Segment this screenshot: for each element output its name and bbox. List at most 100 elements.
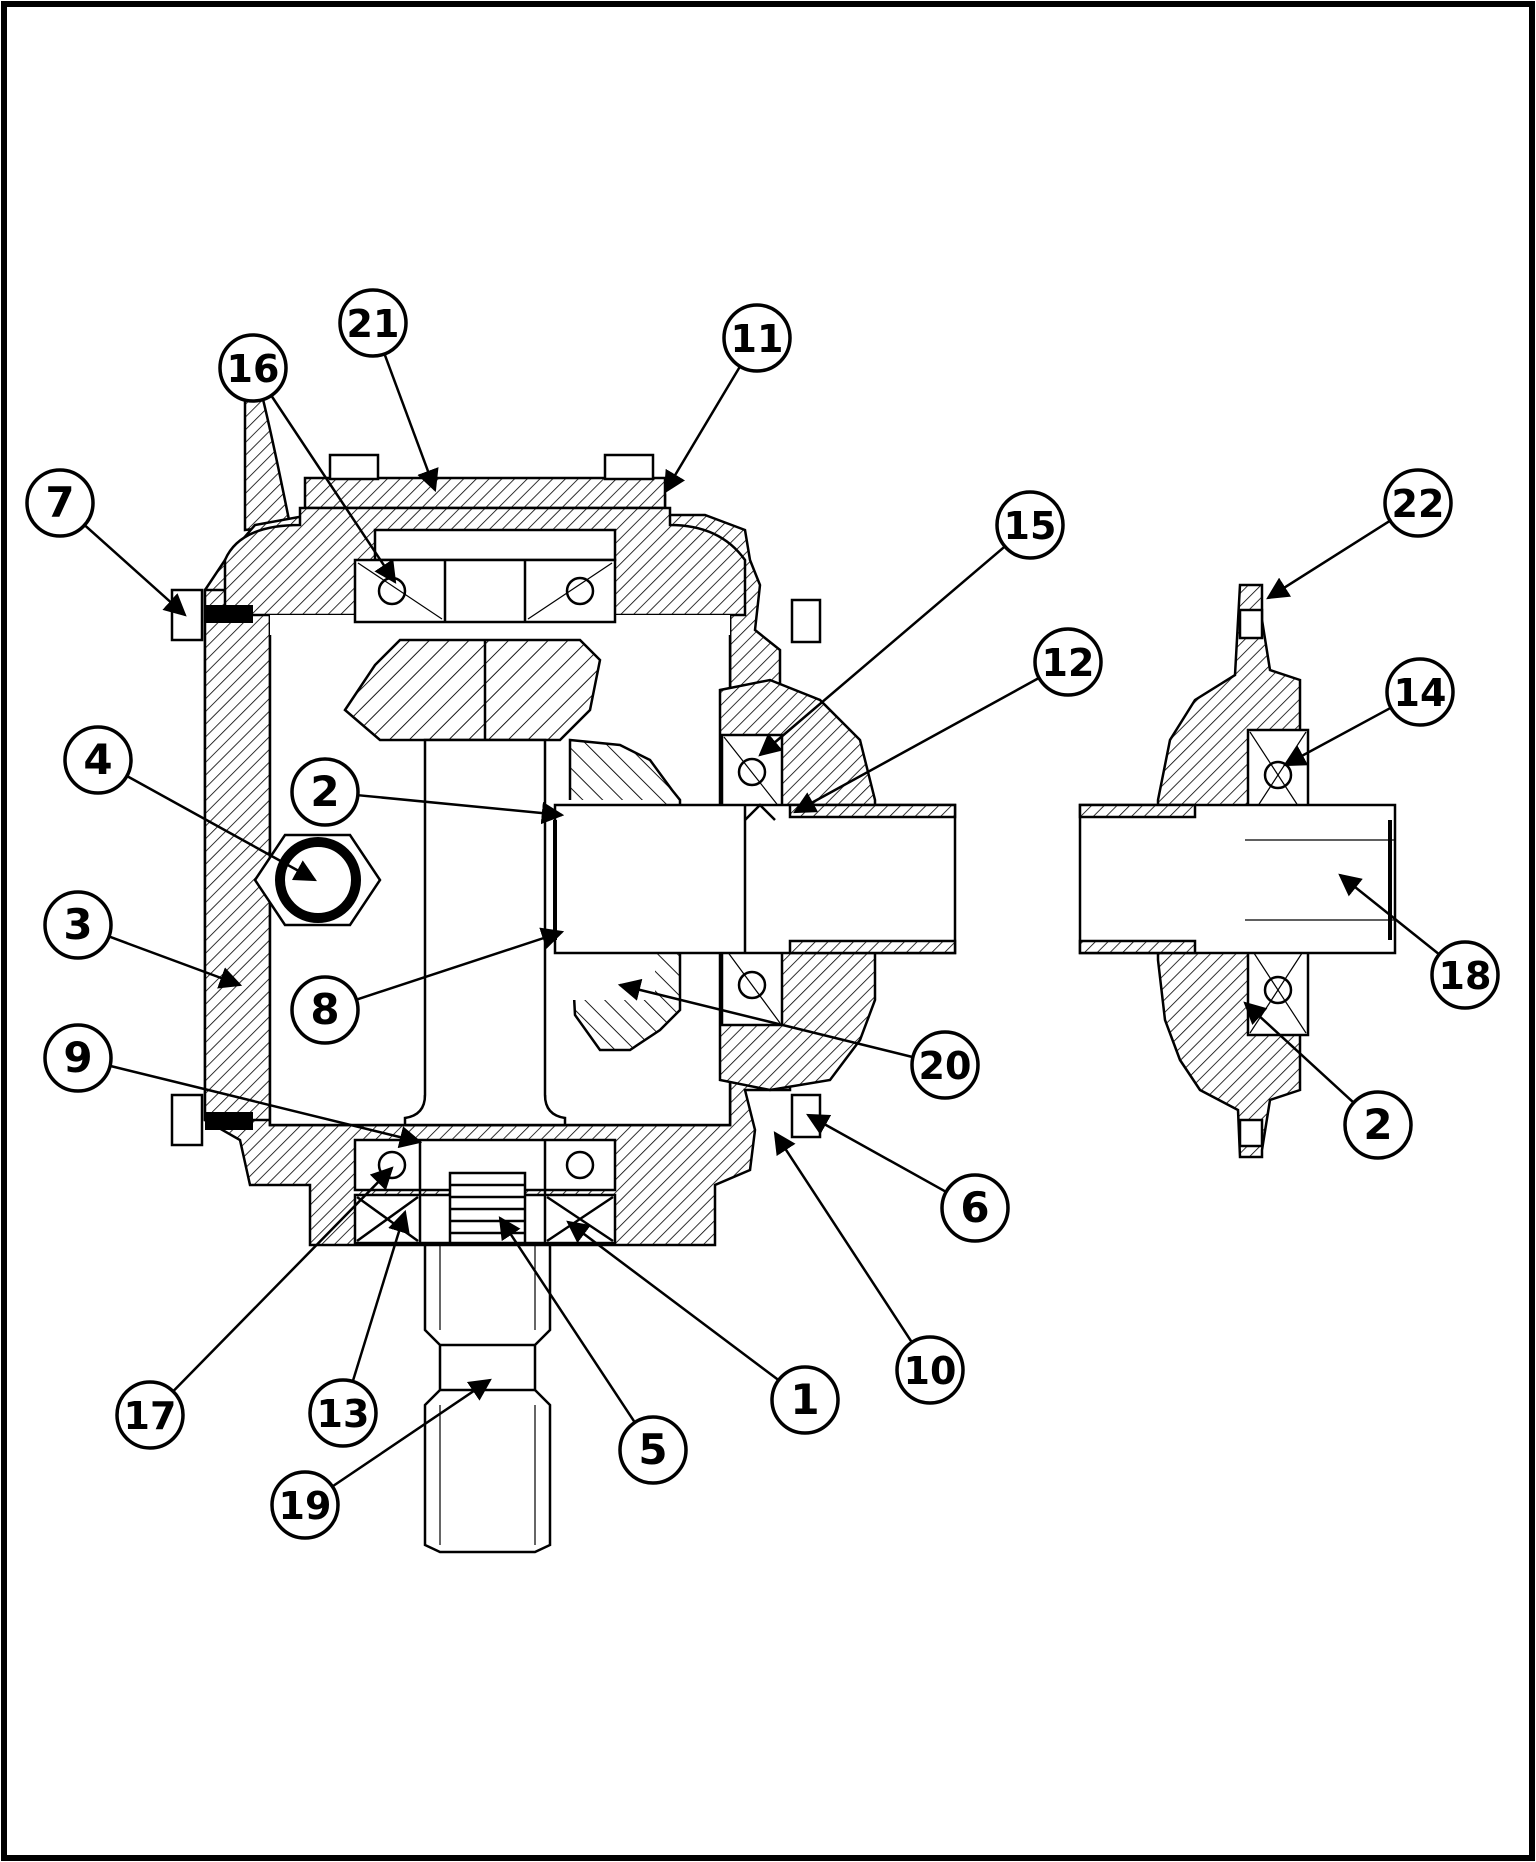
horizontal-shaft-right [1078,803,1397,955]
callout-c17: 17 [115,1166,394,1450]
callout-circle [618,1415,688,1485]
callout-leader-line [355,927,565,1001]
callout-leader-line [172,1166,394,1393]
cover-bolt-left [328,453,380,481]
callout-number: 12 [1042,641,1095,685]
callout-number: 8 [310,985,339,1034]
callout-circle [115,1380,185,1450]
cover-bolt-right [603,453,655,481]
callout-c16: 16 [218,333,397,584]
callout-leader-line [109,1064,423,1149]
callout-leader-line [383,353,439,493]
callout-c22: 22 [1266,468,1453,600]
callout-number: 1 [790,1375,819,1424]
callout-number: 16 [227,347,280,391]
callout-leader-line [793,676,1040,814]
callout-leader-line [806,1113,947,1194]
callout-number: 6 [960,1183,989,1232]
callout-c20: 20 [617,978,980,1100]
callout-number: 17 [124,1394,177,1438]
upper-bearing-recess [373,528,617,562]
callout-c3: 3 [43,890,243,989]
callout-c13: 13 [308,1209,410,1448]
callout-leader-line [108,935,243,989]
callout-c2b: 2 [1243,1001,1413,1160]
callout-leader-line [331,1378,492,1488]
callout-number: 20 [919,1044,972,1088]
callout-circle [722,303,792,373]
callout-leader-line [351,1209,410,1382]
callout-c1: 1 [566,1220,840,1435]
callout-number: 15 [1004,504,1057,548]
callout-circle [43,890,113,960]
callout-number: 11 [731,317,784,361]
callout-number: 5 [638,1425,667,1474]
callout-c5: 5 [498,1216,688,1485]
callout-c12: 12 [793,627,1103,814]
horizontal-shaft-left [553,803,957,955]
callout-number: 4 [83,735,112,784]
callout-circle [43,1023,113,1093]
flange-bolt-lower [790,1093,822,1139]
callout-c10: 10 [773,1131,965,1405]
callout-circle [1033,627,1103,697]
callout-leader-line [1338,873,1441,956]
bevel-pinion-gear [343,638,602,742]
callout-circle [63,725,133,795]
callout-c6: 6 [806,1113,1010,1243]
callout-number: 7 [45,478,74,527]
callout-number: 2 [1363,1100,1392,1149]
callout-number: 18 [1439,954,1492,998]
callout-leader-line [270,394,397,584]
side-bolt-lower-thread [205,1112,253,1130]
callout-number: 2 [310,767,339,816]
callout-circle [770,1365,840,1435]
callout-leader-line [617,978,914,1059]
oil-plug-ring [275,837,361,923]
callout-c7: 7 [25,468,187,617]
callout-leader-line [126,774,317,882]
callout-circle [1430,940,1500,1010]
callout-circle [1383,468,1453,538]
callout-c2a: 2 [290,757,565,827]
callout-circle [218,333,288,403]
callout-c8: 8 [290,927,565,1045]
callout-leader-line [83,524,187,617]
callout-circle [995,490,1065,560]
callout-number: 10 [904,1349,957,1393]
callout-leader-line [1243,1001,1355,1104]
callout-circle [910,1030,980,1100]
callout-number: 21 [347,302,400,346]
callout-c9: 9 [43,1023,423,1149]
callout-leader-line [1266,519,1391,600]
callout-c19: 19 [270,1378,492,1540]
side-bolt-upper-thread [205,605,253,623]
callout-number: 22 [1392,482,1445,526]
callout-circle [895,1335,965,1405]
callout-circle [1343,1090,1413,1160]
callout-circle [308,1378,378,1448]
flange-bolt-upper [790,598,822,644]
callout-leader-line [758,545,1006,757]
callout-number: 19 [279,1484,332,1528]
vertical-shaft [403,738,567,1127]
callout-c4: 4 [63,725,317,882]
callout-c14: 14 [1283,657,1455,767]
callout-c15: 15 [758,490,1065,757]
callout-circle [940,1173,1010,1243]
callout-c11: 11 [663,303,792,494]
callout-leader-line [773,1131,913,1344]
callout-circle [270,1470,340,1540]
side-bolt-lower [170,1093,204,1147]
callout-c18: 18 [1338,873,1500,1010]
callout-leader-line [566,1220,780,1382]
input-shaft [423,1243,552,1554]
callout-number: 9 [63,1033,92,1082]
callout-circle [290,757,360,827]
callout-number: 13 [317,1392,370,1436]
callout-number: 3 [63,900,92,949]
callout-circle [290,975,360,1045]
